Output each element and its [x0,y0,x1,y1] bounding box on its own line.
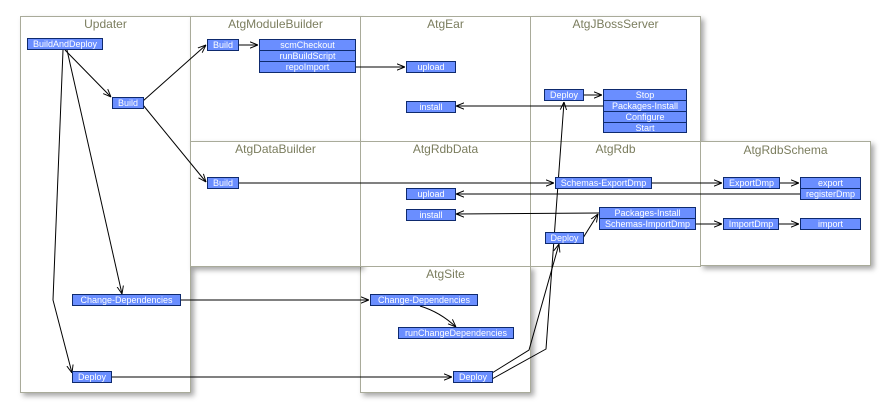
panel-atg-rdb-data: AtgRdbData [360,141,531,267]
panel-title: AtgDataBuilder [235,142,316,156]
edge [64,49,111,97]
edge [52,49,72,373]
node-export-dmp[interactable]: ExportDmp [723,177,780,189]
node-jboss-deploy[interactable]: Deploy [544,89,584,101]
node-module-build[interactable]: Build [207,39,239,51]
node-schemas-export-dmp[interactable]: Schemas-ExportDmp [555,177,652,189]
panel-title: AtgSite [426,267,465,281]
panel-atg-ear: AtgEar [360,16,531,142]
node-import[interactable]: import [800,218,861,230]
node-site-change-dependencies[interactable]: Change-Dependencies [370,294,478,306]
node-run-change-dependencies[interactable]: runChangeDependencies [398,327,514,339]
panel-atg-data-builder: AtgDataBuilder [190,141,361,267]
node-updater-change-dependencies[interactable]: Change-Dependencies [72,294,181,306]
edge [419,305,456,327]
edge [66,49,122,294]
node-data-build[interactable]: Build [207,177,239,189]
panel-title: AtgRdbData [412,142,479,156]
node-repo-import[interactable]: repoImport [259,61,356,73]
node-register-dmp[interactable]: registerDmp [800,188,861,200]
panel-title: Updater [84,17,127,31]
node-build-and-deploy[interactable]: BuildAndDeploy [27,38,103,50]
node-jboss-packages-install[interactable]: Packages-Install [603,100,687,112]
node-updater-build[interactable]: Build [112,97,144,109]
node-updater-deploy[interactable]: Deploy [72,371,112,383]
panel-title: AtgRdbSchema [743,143,828,157]
panel-title: AtgRdb [595,142,636,156]
panel-title: AtgModuleBuilder [228,17,323,31]
panel-atg-rdb-schema: AtgRdbSchema [700,141,871,266]
edge [456,213,600,214]
node-rdbdata-install[interactable]: install [406,209,456,221]
edge [142,104,206,182]
node-schemas-import-dmp[interactable]: Schemas-ImportDmp [599,218,696,230]
panel-atg-module-builder: AtgModuleBuilder [190,16,361,142]
panel-updater: Updater [20,16,191,393]
node-rdb-deploy[interactable]: Deploy [545,232,584,244]
node-rdbdata-upload[interactable]: upload [406,188,456,200]
node-import-dmp[interactable]: ImportDmp [723,218,779,230]
node-jboss-start[interactable]: Start [603,122,687,133]
edge [142,45,206,102]
node-ear-install[interactable]: install [406,101,456,113]
panel-title: AtgEar [427,17,464,31]
node-site-deploy[interactable]: Deploy [453,371,493,383]
panel-title: AtgJBossServer [572,17,659,31]
edge [491,244,559,374]
node-ear-upload[interactable]: upload [406,61,456,73]
edge [582,214,598,239]
